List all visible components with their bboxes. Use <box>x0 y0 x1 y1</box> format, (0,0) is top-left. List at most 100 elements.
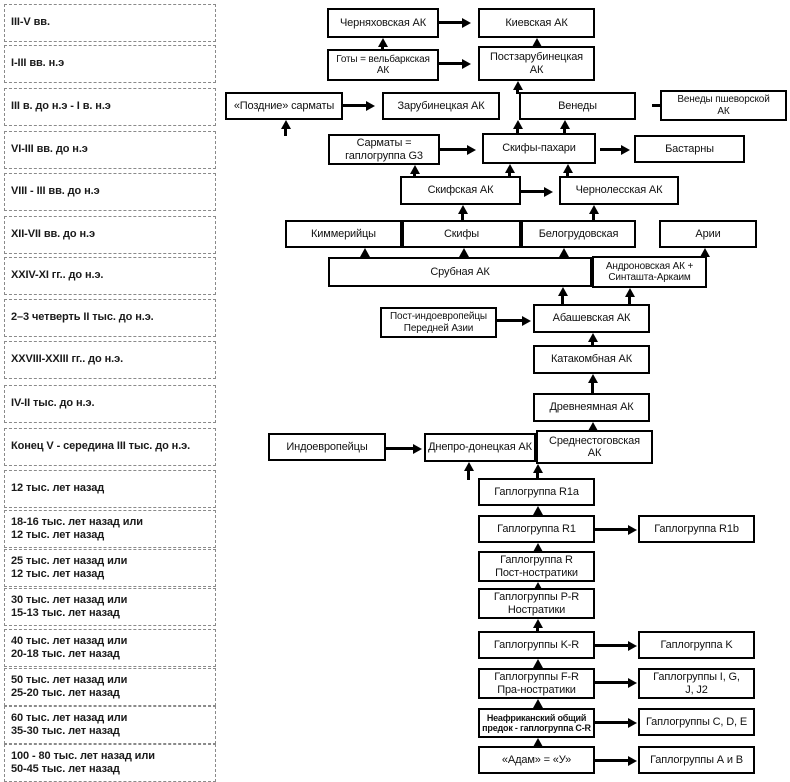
node-label-group: Скифы <box>444 228 479 240</box>
node-label-line: Постзарубинецкая <box>489 51 583 64</box>
node-label-line: Гаплогруппы K-R <box>493 638 580 651</box>
timeline-period-box: 12 тыс. лет назад <box>4 470 216 508</box>
node-srubnaya[interactable]: Срубная АК <box>328 257 592 287</box>
connector-line-horizontal <box>343 104 368 107</box>
timeline-period-line: XXIV-XI гг.. до н.э. <box>11 269 104 282</box>
node-sarmaty_g3[interactable]: Сарматы =гаплогруппа G3 <box>328 134 440 165</box>
timeline-period-line: 50 тыс. лет назад или <box>11 673 128 686</box>
node-label-line: Киевская АК <box>505 16 568 29</box>
timeline-period-box: 2–3 четверть II тыс. до н.э. <box>4 299 216 337</box>
arrowhead-up-icon <box>532 619 543 628</box>
node-kr[interactable]: Гаплогруппы K-R <box>478 631 595 659</box>
node-drevneyamnaya[interactable]: Древнеямная АК <box>533 393 650 422</box>
node-cde[interactable]: Гаплогруппы C, D, E <box>638 708 755 736</box>
node-label-line: Венеды <box>558 99 597 112</box>
arrowhead-up-icon <box>558 248 569 257</box>
arrowhead-up-icon <box>512 120 523 129</box>
node-skifskaya_ak[interactable]: Скифская АК <box>400 176 521 205</box>
node-skify[interactable]: Скифы <box>402 220 521 248</box>
arrowhead-up-icon <box>504 164 515 173</box>
connector-line-vertical <box>508 171 511 178</box>
node-label-line: Древнеямная АК <box>549 401 634 414</box>
node-label-line: Готы = вельбаркская <box>336 53 430 65</box>
node-label-line: Гаплогруппы F-R <box>494 671 579 684</box>
node-label-line: Венеды пшеворской <box>677 94 770 106</box>
node-label-line: АК <box>587 447 602 459</box>
node-label-group: Киммерийцы <box>311 228 376 240</box>
connector-line-vertical <box>591 340 594 347</box>
node-label-line: Среднестоговская <box>549 434 640 447</box>
node-indoevropeycy[interactable]: Индоевропейцы <box>268 433 386 461</box>
timeline-period-line: 30 тыс. лет назад или <box>11 593 128 606</box>
node-label-line: АК <box>529 63 544 76</box>
node-dnepro_donec[interactable]: Днепро-донецкая АК <box>424 433 536 462</box>
node-arii[interactable]: Арии <box>659 220 757 248</box>
node-label-line: Неафриканский общий <box>486 712 587 723</box>
node-label-line: Срубная АК <box>430 265 490 278</box>
node-igjj2[interactable]: Гаплогруппы I, G,J, J2 <box>638 668 755 699</box>
arrowhead-up-icon <box>624 288 635 297</box>
timeline-period-line: Конец V - середина III тыс. до н.э. <box>11 440 191 453</box>
node-ab[interactable]: Гаплогруппы А и В <box>638 746 755 774</box>
node-label-line: Гаплогруппы I, G, <box>653 671 740 684</box>
node-chernyahovskaya[interactable]: Черняховская АК <box>327 8 439 38</box>
node-abashevskaya[interactable]: Абашевская АК <box>533 304 650 333</box>
arrowhead-up-icon <box>463 462 474 471</box>
node-label-group: Днепро-донецкая АК <box>428 441 532 453</box>
node-label-line: Гаплогруппа R1 <box>497 522 576 535</box>
node-label-line: Пост-ностратики <box>495 566 578 579</box>
node-label-line: «Адам» = «У» <box>501 753 572 766</box>
node-kimmeriycy[interactable]: Киммерийцы <box>285 220 402 248</box>
node-pozdnie_sarmaty[interactable]: «Поздние» сарматы <box>225 92 343 120</box>
node-skify_pahari[interactable]: Скифы-пахари <box>482 133 596 164</box>
arrowhead-up-icon <box>587 333 598 342</box>
node-r1[interactable]: Гаплогруппа R1 <box>478 515 595 543</box>
node-belogrudovskaya[interactable]: Белогрудовская <box>521 220 636 248</box>
node-label-group: Гаплогруппа K <box>660 639 732 651</box>
node-label-line: Абашевская АК <box>552 312 631 325</box>
connector-line-vertical <box>413 172 416 178</box>
node-label-group: Андроновская АК +Синташта-Аркаим <box>605 260 694 283</box>
timeline-period-line: 12 тыс. лет назад <box>11 482 105 495</box>
node-r1a[interactable]: Гаплогруппа R1a <box>478 478 595 506</box>
connector-line-vertical <box>516 88 519 94</box>
node-r1b[interactable]: Гаплогруппа R1b <box>638 515 755 543</box>
arrowhead-up-icon <box>532 699 543 708</box>
node-zarubinec[interactable]: Зарубинецкая АК <box>382 92 500 120</box>
connector-line-vertical <box>566 171 569 178</box>
node-label-line: Гаплогруппы P-R <box>493 591 580 604</box>
node-k[interactable]: Гаплогруппа K <box>638 631 755 659</box>
timeline-period-box: III в. до н.э - I в. н.э <box>4 88 216 126</box>
node-label-group: Венеды <box>558 100 597 112</box>
node-andronovskaya[interactable]: Андроновская АК +Синташта-Аркаим <box>592 256 707 288</box>
arrowhead-right-icon <box>628 640 637 651</box>
node-label-line: Андроновская АК + <box>605 260 694 272</box>
node-venedy[interactable]: Венеды <box>519 92 636 120</box>
node-bastarny[interactable]: Бастарны <box>634 135 745 163</box>
node-kievskaya[interactable]: Киевская АК <box>478 8 595 38</box>
node-adam[interactable]: «Адам» = «У» <box>478 746 595 774</box>
timeline-period-line: VIII - III вв. до н.э <box>11 185 100 198</box>
timeline-period-line: 12 тыс. лет назад <box>11 529 105 541</box>
arrowhead-right-icon <box>628 524 637 535</box>
node-chernolesskaya[interactable]: Чернолесская АК <box>559 176 679 205</box>
timeline-period-box: XXVIII-XXIII гг.. до н.э. <box>4 341 216 379</box>
node-label-line: АК <box>376 65 390 76</box>
node-katakombnaya[interactable]: Катакомбная АК <box>533 345 650 374</box>
timeline-period-box: XII-VII вв. до н.э <box>4 216 216 254</box>
arrowhead-right-icon <box>462 58 471 69</box>
